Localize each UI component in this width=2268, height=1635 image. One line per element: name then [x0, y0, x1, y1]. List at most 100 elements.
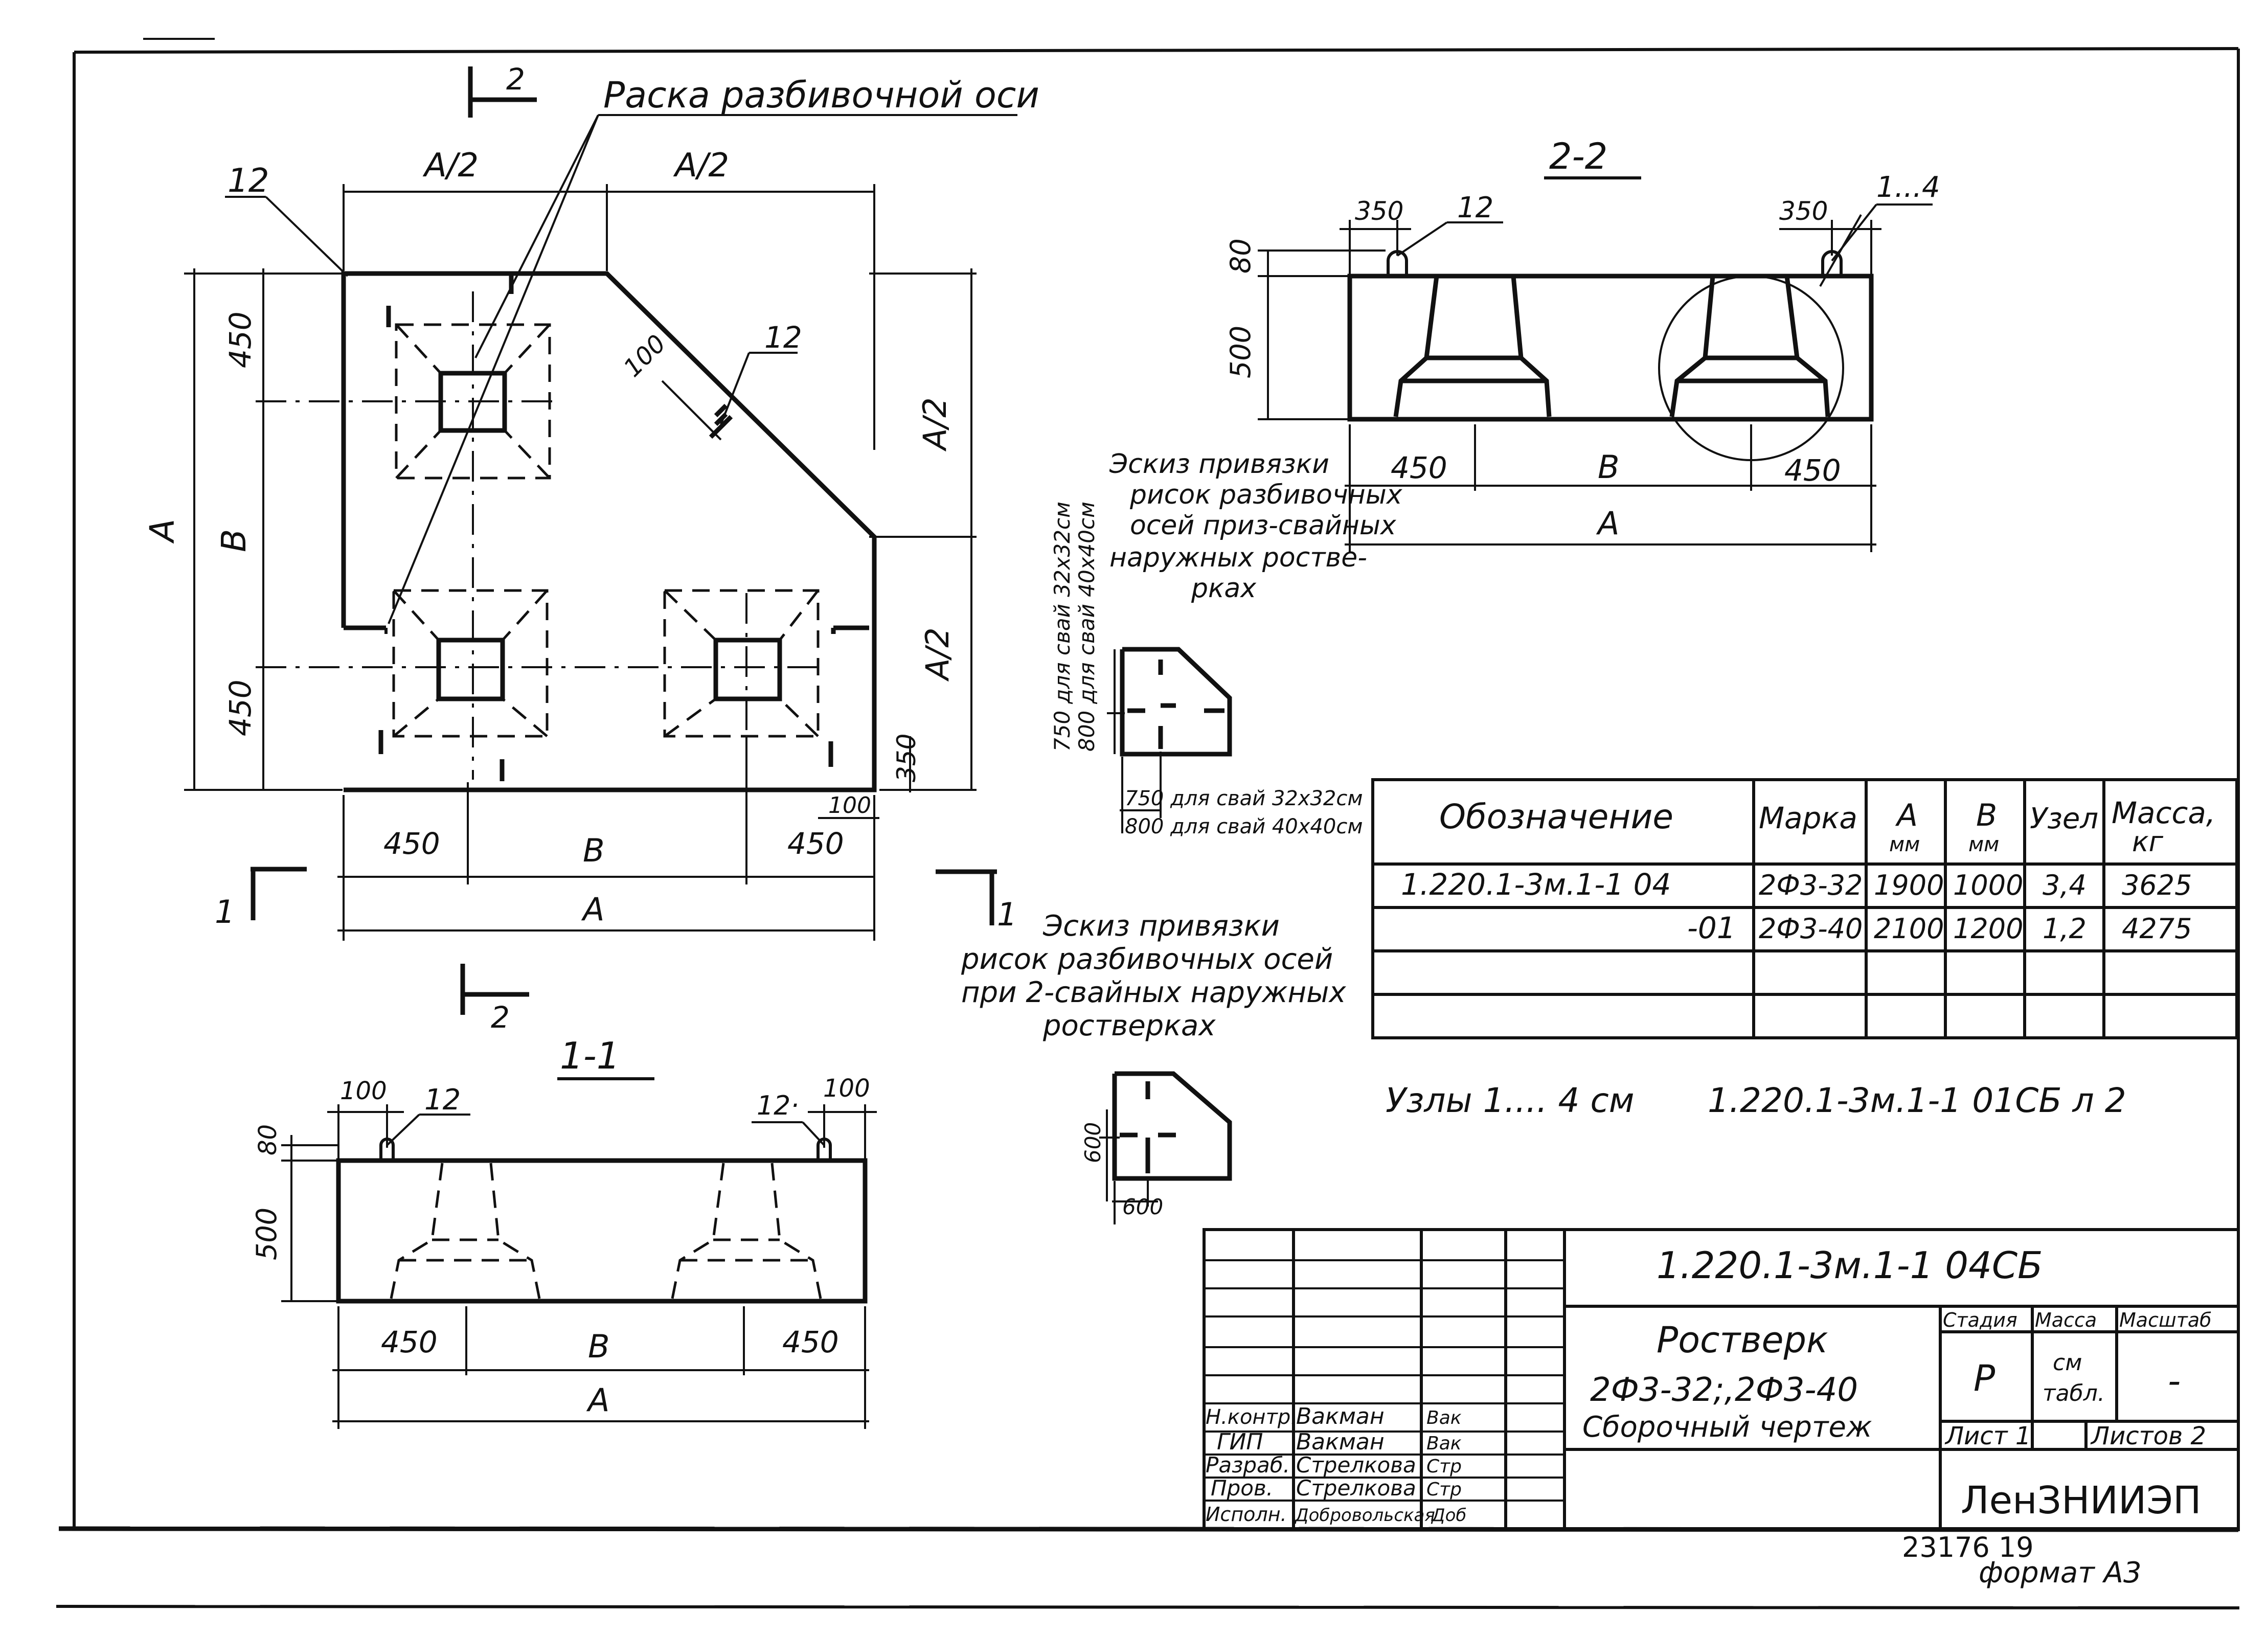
role-4-name: Стрелкова	[1296, 1475, 1416, 1501]
spec-unit-mass: кг	[2132, 826, 2164, 858]
sketch-2-caption-2: рисок разбивочных осей	[961, 943, 1333, 976]
section-marker-1-right: 1	[936, 869, 1017, 933]
sketch-three-pile: Эскиз привязки рисок разбивочных осей пр…	[1050, 449, 1403, 838]
title-name-line3: Сборочный чертеж	[1582, 1411, 1872, 1444]
spec-row1-b: 1000	[1953, 869, 2023, 901]
section-2-2-dim-80: 80	[1224, 238, 1257, 274]
section-1-1-dim-a: A	[586, 1381, 609, 1419]
plan-dim-a2-left: A/2	[422, 147, 479, 185]
section-2-2-dim-350-right: 350	[1779, 196, 1828, 226]
sketch-3-hdim-1: 750 для свай 32x32см	[1125, 787, 1363, 810]
sketch-3-caption-2: рисок разбивочных	[1129, 480, 1403, 510]
title-name-line1: Ростверк	[1657, 1319, 1828, 1361]
spec-row1-designation: 1.220.1-3м.1-1 04	[1401, 867, 1671, 902]
title-mass-value-2: табл.	[2043, 1380, 2105, 1406]
title-stage-value: Р	[1974, 1357, 1995, 1399]
section-2-2-dim-350-left: 350	[1355, 196, 1403, 226]
plan-dim-450-bottom-left: 450	[383, 826, 440, 861]
role-4-sign: Стр	[1426, 1479, 1462, 1500]
spec-row2-node: 1,2	[2043, 913, 2086, 945]
section-2-2-mark-12: 12	[1457, 191, 1493, 224]
plan-dim-450-bottom-right: 450	[787, 826, 844, 861]
role-5-name: Добровольская	[1294, 1505, 1435, 1526]
title-doc-code: 1.220.1-3м.1-1 04СБ	[1657, 1244, 2043, 1287]
spec-row2-mass: 4275	[2122, 913, 2192, 945]
section-1-1-dim-450-right: 450	[782, 1325, 839, 1359]
title-mass-header: Масса	[2035, 1309, 2097, 1331]
plan-dim-a-bottom: A	[581, 891, 604, 928]
spec-table: Обозначение Марка A мм B мм Узел Масса, …	[1371, 778, 2238, 1039]
plan-mark-12: 12	[228, 162, 269, 200]
section-1-1-dim-b: B	[588, 1328, 610, 1365]
sketch-3-vdim-1: 750 для свай 32x32см	[1050, 502, 1075, 752]
spec-header-a: A	[1895, 798, 1918, 833]
svg-text:2: 2	[491, 1000, 510, 1035]
plan-view: A/2 A/2 A B 450 450 A/2 A/2 350 100 100 …	[143, 62, 1039, 1035]
section-1-1: 1-1 100 12 100 12· 80 500	[251, 1034, 877, 1429]
plan-dim-350: 350	[892, 734, 921, 782]
sketch-2-caption-3: при 2-свайных наружных	[961, 976, 1346, 1009]
title-organization: ЛенЗНИИЭП	[1961, 1479, 2202, 1523]
spec-row1-a: 1900	[1874, 869, 1944, 901]
plan-dim-a2-lower: A/2	[919, 627, 956, 682]
section-1-1-dim-100-right: 100	[823, 1074, 870, 1103]
sketch-3-caption-1: Эскиз привязки	[1109, 449, 1329, 480]
sketch-two-pile: Эскиз привязки рисок разбивочных осей пр…	[961, 910, 1346, 1224]
plan-dim-a2-upper: A/2	[916, 397, 954, 452]
spec-row2-designation: -01	[1687, 911, 1736, 945]
plan-mark-12-chamfer: 12	[764, 320, 802, 355]
plan-dim-a-vertical: A	[143, 519, 182, 544]
spec-header-mass: Масса,	[2112, 796, 2215, 830]
section-1-1-dim-450-left: 450	[381, 1325, 438, 1359]
section-2-2-dim-500: 500	[1224, 326, 1257, 378]
section-1-1-title: 1-1	[560, 1034, 620, 1077]
section-1-1-mark-12-left: 12	[424, 1083, 461, 1117]
plan-leader-note: Раска разбивочной оси	[603, 74, 1039, 116]
nodes-note-label: Узлы 1.... 4 см	[1386, 1081, 1635, 1120]
svg-text:2: 2	[506, 62, 525, 97]
role-1-sign: Вак	[1426, 1407, 1462, 1428]
spec-unit-a: мм	[1889, 833, 1920, 856]
role-3-sign: Стр	[1426, 1456, 1462, 1477]
section-2-2-dim-450-right: 450	[1784, 453, 1841, 488]
spec-header-designation: Обозначение	[1439, 797, 1673, 836]
plan-dim-450-bottom: 450	[223, 679, 258, 736]
section-marker-2-bottom: 2	[460, 964, 529, 1035]
plan-dim-b-vertical: B	[214, 529, 254, 552]
plan-dim-a2-right: A/2	[673, 147, 729, 185]
spec-header-mark: Марка	[1759, 801, 1857, 835]
title-name-line2: 2Ф3-32;,2Ф3-40	[1590, 1371, 1858, 1409]
plan-dim-100-chamfer: 100	[618, 329, 671, 382]
role-2-sign: Вак	[1426, 1433, 1462, 1454]
sketch-2-hdim: 600	[1122, 1194, 1163, 1219]
section-2-2-mark-1-4: 1...4	[1876, 171, 1940, 204]
sketch-3-caption-4: наружных ростве-	[1109, 542, 1367, 573]
section-2-2-dim-b: B	[1598, 448, 1620, 486]
inventory-number: 23176 19	[1902, 1531, 2034, 1563]
role-5-role: Исполн.	[1206, 1503, 1287, 1526]
role-5-sign: Доб	[1431, 1505, 1466, 1526]
section-2-2-dim-a: A	[1596, 505, 1619, 542]
section-1-1-dim-100-left: 100	[340, 1077, 387, 1105]
spec-row1-mark: 2Ф3-32	[1759, 869, 1863, 901]
title-stage-header: Стадия	[1943, 1309, 2017, 1331]
format-label: формат А3	[1979, 1556, 2142, 1589]
section-marker-2-top: 2	[468, 62, 537, 118]
section-2-2: 2-2 80 500 350 12 350	[1224, 135, 1940, 552]
section-1-1-mark-12-right: 12·	[757, 1091, 799, 1121]
sketch-3-caption-3: осей приз-свайных	[1130, 510, 1397, 541]
spec-row2-a: 2100	[1874, 913, 1944, 945]
section-1-1-dim-500: 500	[251, 1208, 283, 1260]
role-1-name: Вакман	[1296, 1403, 1385, 1429]
section-2-2-title: 2-2	[1549, 135, 1607, 177]
role-3-name: Стрелкова	[1296, 1452, 1416, 1478]
role-3-role: Разраб.	[1206, 1452, 1290, 1478]
role-4-role: Пров.	[1211, 1475, 1273, 1501]
title-sheet-label: Лист 1	[1944, 1422, 2031, 1450]
sketch-2-caption-1: Эскиз привязки	[1042, 910, 1280, 943]
spec-header-b: B	[1976, 798, 1997, 833]
sketch-2-caption-4: ростверках	[1042, 1009, 1216, 1042]
plan-dim-100-bottom: 100	[828, 792, 871, 819]
role-2-role: ГИП	[1217, 1429, 1263, 1455]
